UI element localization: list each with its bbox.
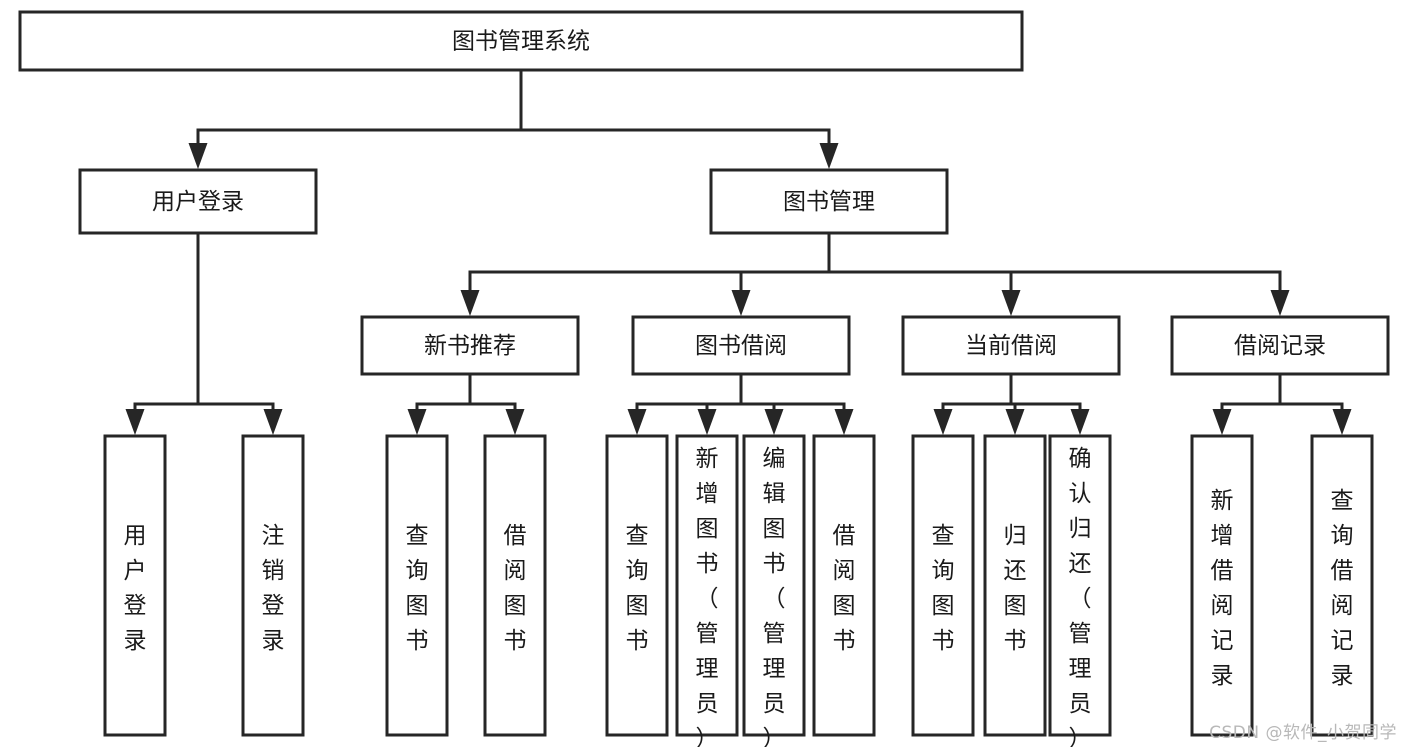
node-l2_3[interactable]: 借阅记录	[1170, 315, 1390, 376]
node-label: 新增借阅记录	[1211, 488, 1234, 689]
node-leaf_9[interactable]: 归还图书	[983, 434, 1047, 737]
node-label: 查询借阅记录	[1331, 488, 1354, 689]
arrow-head-icon	[764, 409, 784, 435]
arrow-head-icon	[1212, 409, 1232, 435]
node-label: 查询图书	[932, 523, 955, 654]
node-label: 注销登录	[262, 523, 285, 654]
node-label: 当前借阅	[965, 333, 1057, 359]
arrow-head-icon	[834, 409, 854, 435]
arrow-head-icon	[460, 290, 480, 316]
arrow-head-icon	[697, 409, 717, 435]
arrow-head-icon	[1270, 290, 1290, 316]
node-label: 借阅记录	[1234, 333, 1326, 359]
node-box	[483, 434, 547, 737]
node-label: 确认归还（管理员）	[1069, 446, 1092, 747]
node-box	[1170, 315, 1390, 376]
node-box	[241, 434, 305, 737]
node-leaf_1[interactable]: 注销登录	[241, 434, 305, 737]
node-box	[812, 434, 876, 737]
node-label: 借阅图书	[833, 523, 856, 654]
arrow-head-icon	[188, 143, 208, 169]
node-leaf_7[interactable]: 借阅图书	[812, 434, 876, 737]
arrow-head-icon	[263, 409, 283, 435]
node-leaf_8[interactable]: 查询图书	[911, 434, 975, 737]
arrow-head-icon	[1332, 409, 1352, 435]
nodes-layer: 图书管理系统用户登录图书管理新书推荐图书借阅当前借阅借阅记录用户登录注销登录查询…	[18, 10, 1390, 747]
node-box	[901, 315, 1121, 376]
node-leaf_3[interactable]: 借阅图书	[483, 434, 547, 737]
node-leaf_2[interactable]: 查询图书	[385, 434, 449, 737]
edges-layer	[125, 68, 1352, 435]
node-label: 新增图书（管理员）	[696, 446, 719, 747]
arrow-head-icon	[125, 409, 145, 435]
node-box	[1048, 434, 1112, 737]
node-label: 图书借阅	[695, 333, 787, 359]
node-box	[911, 434, 975, 737]
node-label: 图书管理	[783, 189, 875, 215]
node-leaf_5[interactable]: 新增图书（管理员）	[675, 434, 739, 747]
node-box	[103, 434, 167, 737]
node-box	[605, 434, 669, 737]
node-l2_2[interactable]: 当前借阅	[901, 315, 1121, 376]
arrow-head-icon	[1070, 409, 1090, 435]
node-l1_0[interactable]: 用户登录	[78, 168, 318, 235]
node-l2_1[interactable]: 图书借阅	[631, 315, 851, 376]
node-leaf_11[interactable]: 新增借阅记录	[1190, 434, 1254, 737]
node-box	[18, 10, 1024, 72]
node-l1_1[interactable]: 图书管理	[709, 168, 949, 235]
arrow-head-icon	[627, 409, 647, 435]
node-label: 新书推荐	[424, 333, 516, 359]
node-label: 归还图书	[1004, 523, 1027, 654]
node-label: 用户登录	[124, 523, 147, 654]
node-leaf_10[interactable]: 确认归还（管理员）	[1048, 434, 1112, 747]
node-box	[385, 434, 449, 737]
node-box	[78, 168, 318, 235]
node-box	[742, 434, 806, 737]
node-label: 图书管理系统	[452, 29, 590, 55]
node-leaf_6[interactable]: 编辑图书（管理员）	[742, 434, 806, 747]
node-label: 查询图书	[406, 523, 429, 654]
csdn-watermark: CSDN @软件_小贺同学	[1209, 723, 1397, 743]
arrow-head-icon	[505, 409, 525, 435]
node-l2_0[interactable]: 新书推荐	[360, 315, 580, 376]
node-leaf_4[interactable]: 查询图书	[605, 434, 669, 737]
node-box	[1190, 434, 1254, 737]
arrow-head-icon	[819, 143, 839, 169]
node-label: 用户登录	[152, 189, 244, 215]
node-leaf_0[interactable]: 用户登录	[103, 434, 167, 737]
node-box	[709, 168, 949, 235]
node-box	[983, 434, 1047, 737]
node-label: 借阅图书	[504, 523, 527, 654]
arrow-head-icon	[1005, 409, 1025, 435]
arrow-head-icon	[933, 409, 953, 435]
node-label: 编辑图书（管理员）	[763, 446, 786, 747]
node-root[interactable]: 图书管理系统	[18, 10, 1024, 72]
arrow-head-icon	[1001, 290, 1021, 316]
node-box	[675, 434, 739, 737]
node-box	[631, 315, 851, 376]
node-label: 查询图书	[626, 523, 649, 654]
node-box	[1310, 434, 1374, 737]
arrow-head-icon	[407, 409, 427, 435]
arrow-head-icon	[731, 290, 751, 316]
node-box	[360, 315, 580, 376]
node-leaf_12[interactable]: 查询借阅记录	[1310, 434, 1374, 737]
